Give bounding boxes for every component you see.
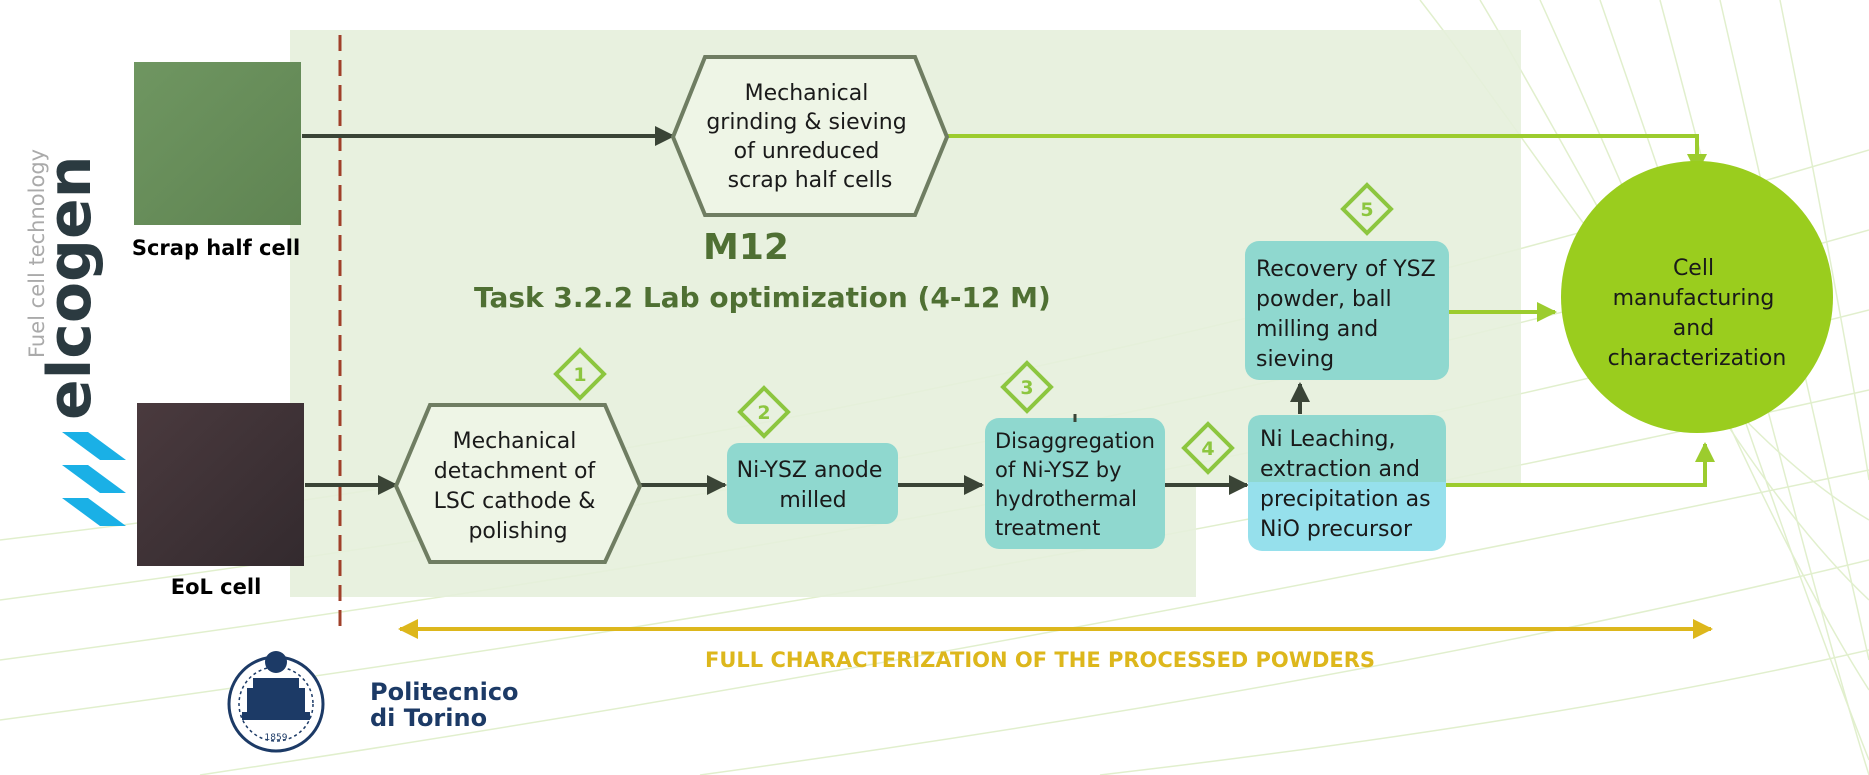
politecnico-year: 1859 — [265, 733, 288, 743]
step-disagg-text: Disaggregation of Ni-YSZ by hydrothermal… — [995, 429, 1162, 540]
scrap-half-cell-label: Scrap half cell — [132, 236, 300, 260]
svg-text:5: 5 — [1360, 199, 1373, 221]
elcogen-logo: elcogen Fuel cell technology — [25, 149, 126, 526]
arrow-leach-to-cell — [1446, 442, 1715, 487]
step-milled-text: Ni-YSZ anode milled — [737, 458, 890, 513]
step-recovery-box — [1245, 241, 1449, 380]
marker-3: 3 — [1000, 360, 1054, 414]
step-detach-text: Mechanical detachment of LSC cathode & p… — [434, 429, 603, 544]
eol-cell-image — [137, 403, 304, 566]
task-label: Task 3.2.2 Lab optimization (4-12 M) — [474, 281, 1051, 314]
characterization-label: FULL CHARACTERIZATION OF THE PROCESSED P… — [705, 648, 1375, 672]
svg-text:3: 3 — [1020, 377, 1033, 399]
eol-cell-label: EoL cell — [171, 575, 262, 599]
politecnico-name-line2: di Torino — [370, 704, 487, 732]
milestone-label: M12 — [703, 227, 789, 268]
marker-2: 2 — [737, 385, 791, 439]
marker-4: 4 — [1181, 421, 1235, 475]
scrap-half-cell-image — [134, 62, 301, 225]
politecnico-seal-icon — [227, 651, 325, 753]
step-leach-box-top — [1248, 415, 1446, 482]
step-grinding-hexagon — [670, 55, 950, 217]
step-milled-box — [727, 443, 898, 524]
elcogen-tagline: Fuel cell technology — [25, 149, 49, 358]
elcogen-symbol-icon — [62, 432, 126, 526]
step-recovery-text: Recovery of YSZ powder, ball milling and… — [1256, 257, 1443, 372]
step-leach-text: Ni Leaching, extraction and precipitatio… — [1260, 427, 1438, 542]
step-detach-hexagon — [393, 403, 643, 564]
elcogen-wordmark: elcogen — [35, 156, 105, 420]
marker-5: 5 — [1340, 182, 1394, 236]
step-disagg-box — [985, 418, 1165, 549]
marker-1: 1 — [553, 347, 607, 401]
step-grinding-text: Mechanical grinding & sieving of unreduc… — [706, 81, 913, 193]
cell-manufacturing-text: Cell manufacturing and characterization — [1608, 256, 1787, 371]
arrow-grinding-to-cell — [945, 134, 1707, 174]
svg-text:2: 2 — [757, 402, 770, 424]
politecnico-name-line1: Politecnico — [370, 678, 519, 706]
politecnico-logo: 1859 Politecnico di Torino — [227, 651, 519, 753]
svg-text:1: 1 — [573, 364, 586, 386]
cell-manufacturing-circle — [1561, 161, 1833, 433]
svg-text:4: 4 — [1201, 438, 1214, 460]
